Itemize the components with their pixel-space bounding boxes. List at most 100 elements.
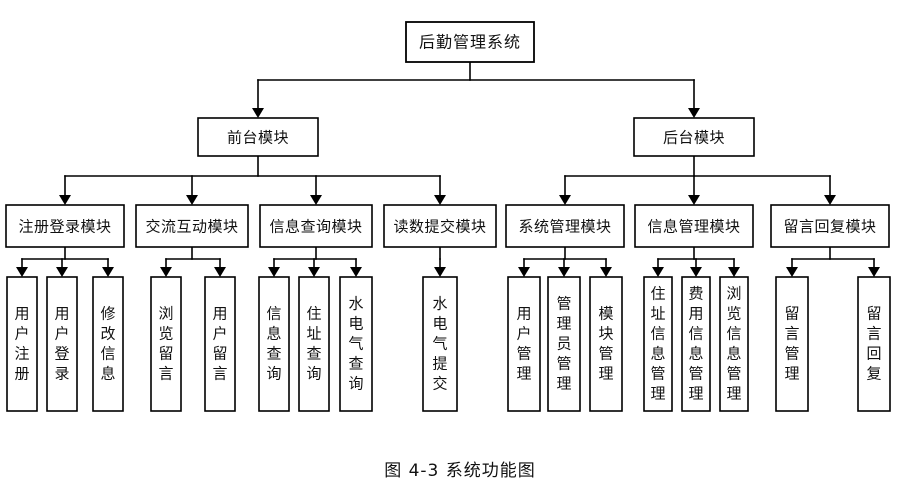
node-label-char: 电 [432, 315, 447, 333]
node-label-char: 管 [688, 365, 703, 383]
arrow-head-icon [308, 267, 320, 277]
node-label-char: 气 [432, 335, 447, 353]
node-level3-2[interactable]: 信息查询模块 [259, 204, 373, 248]
node-label-char: 用 [54, 305, 69, 323]
node-label: 系统管理模块 [518, 218, 611, 236]
node-label-char: 电 [348, 315, 363, 333]
node-label-char: 住 [650, 285, 665, 303]
node-label-char: 理 [688, 385, 703, 403]
arrow-head-icon [16, 267, 28, 277]
node-label-char: 管 [650, 365, 665, 383]
node-box [5, 204, 125, 248]
arrow-head-icon [824, 195, 836, 205]
node-box [383, 204, 497, 248]
node-box [259, 204, 373, 248]
node-label-char: 理 [598, 365, 613, 383]
node-label: 注册登录模块 [18, 218, 111, 236]
arrow-head-icon [786, 267, 798, 277]
node-box [857, 276, 891, 412]
node-label-char: 水 [348, 295, 363, 313]
node-level3-1[interactable]: 交流互动模块 [135, 204, 249, 248]
arrow-head-icon [518, 267, 530, 277]
arrow-head-icon [252, 108, 264, 118]
node-label-char: 用 [14, 305, 29, 323]
node-label-char: 管 [516, 345, 531, 363]
node-label-char: 管 [784, 345, 799, 363]
node-label: 后台模块 [663, 129, 725, 147]
node-level3-0[interactable]: 注册登录模块 [5, 204, 125, 248]
node-label-char: 理 [726, 385, 741, 403]
node-label-char: 询 [266, 365, 281, 383]
node-label-char: 查 [306, 345, 321, 363]
node-layer: 后勤管理系统前台模块 后台模块注册登录模块 交流互动模块信息查询模块读数提交模块 系统… [5, 21, 891, 412]
node-label-char: 理 [556, 375, 571, 393]
node-label-char: 员 [556, 335, 571, 353]
node-box [204, 276, 236, 412]
node-label-char: 管 [556, 295, 571, 313]
node-level3-5[interactable]: 信息管理模块 [634, 204, 754, 248]
node-label-char: 提 [432, 355, 447, 373]
node-box [405, 21, 535, 63]
node-label-char: 询 [348, 375, 363, 393]
node-leaf-16[interactable]: 留言回复 [857, 276, 891, 412]
arrow-head-icon [558, 267, 570, 277]
arrow-head-icon [434, 195, 446, 205]
figure-caption: 图 4-3 系统功能图 [384, 461, 536, 481]
node-label-char: 住 [306, 305, 321, 323]
node-label-char: 留 [158, 345, 173, 363]
node-label-char: 留 [784, 305, 799, 323]
arrow-head-icon [214, 267, 226, 277]
node-label-char: 理 [784, 365, 799, 383]
node-label-char: 息 [266, 325, 281, 343]
arrow-head-icon [268, 267, 280, 277]
node-label: 留言回复模块 [783, 218, 876, 236]
node-box [339, 276, 373, 412]
node-box [6, 276, 38, 412]
node-label-char: 用 [688, 305, 703, 323]
node-label-char: 气 [348, 335, 363, 353]
node-label-char: 信 [100, 345, 115, 363]
node-label-char: 户 [212, 325, 227, 343]
arrow-head-icon [600, 267, 612, 277]
node-label-char: 浏 [158, 305, 173, 323]
connector-layer [16, 61, 880, 277]
node-box [298, 276, 330, 412]
node-label-char: 信 [266, 305, 281, 323]
arrow-head-icon [559, 195, 571, 205]
node-root[interactable]: 后勤管理系统 [405, 21, 535, 63]
node-level2-1[interactable]: 后台模块 [633, 117, 755, 157]
arrow-head-icon [728, 267, 740, 277]
node-label-char: 息 [650, 345, 665, 363]
node-label-char: 复 [866, 365, 881, 383]
node-box [719, 276, 749, 412]
node-level2-0[interactable]: 前台模块 [197, 117, 319, 157]
node-box [770, 204, 890, 248]
node-label-char: 改 [100, 325, 115, 343]
node-label-char: 用 [212, 305, 227, 323]
node-box [633, 117, 755, 157]
node-label-char: 信 [688, 325, 703, 343]
node-label-char: 交 [432, 375, 447, 393]
node-level3-4[interactable]: 系统管理模块 [505, 204, 625, 248]
node-leaf-5[interactable]: 信息查询 [258, 276, 290, 412]
node-box [505, 204, 625, 248]
node-level3-6[interactable]: 留言回复模块 [770, 204, 890, 248]
node-label-char: 费 [688, 285, 703, 303]
node-level3-3[interactable]: 读数提交模块 [383, 204, 497, 248]
arrow-head-icon [688, 195, 700, 205]
